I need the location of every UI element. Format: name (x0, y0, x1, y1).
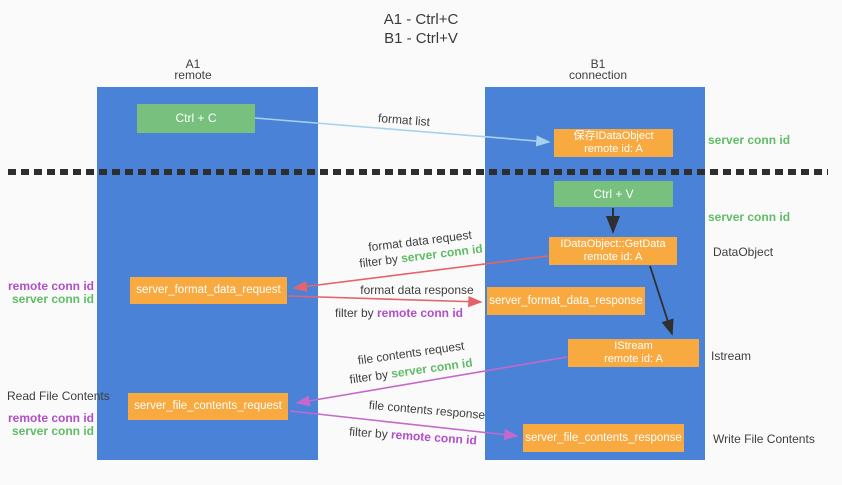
left-read-file-contents-label: Read File Contents (7, 389, 110, 403)
left-file-remote-conn-id: remote conn id (7, 411, 94, 425)
node-ctrl-v: Ctrl + V (554, 181, 673, 207)
title-line-2: B1 - Ctrl+V (384, 30, 458, 47)
right-server-conn-id-top: server conn id (708, 133, 791, 147)
lifeline-header-b1: B1 connection (538, 57, 658, 82)
node-server-file-contents-response: server_file_contents_response (523, 424, 684, 452)
title-line-1: A1 - Ctrl+C (383, 11, 459, 28)
node-istream-line2: remote id: A (604, 353, 663, 365)
node-ctrl-c: Ctrl + C (137, 104, 255, 133)
right-server-conn-id-mid: server conn id (708, 210, 791, 224)
filter-by-text: filter by (358, 251, 402, 271)
node-server-format-data-response: server_format_data_response (487, 287, 645, 315)
left-file-server-conn-id: server conn id (11, 424, 94, 438)
node-idataobject-getdata: IDataObject::GetData remote id: A (549, 237, 677, 265)
right-write-file-contents-label: Write File Contents (713, 432, 815, 446)
node-istream: IStream remote id: A (568, 339, 699, 367)
node-server-format-data-request-label: server_format_data_request (136, 284, 281, 296)
left-format-server-conn-id: server conn id (11, 292, 94, 306)
node-idataobject-getdata-line2: remote id: A (583, 251, 643, 263)
node-server-format-data-response-label: server_format_data_response (489, 294, 643, 307)
label-filter-file-response: filter by remote conn id (349, 425, 478, 448)
filter-by-text: filter by (348, 366, 393, 387)
label-format-list: format list (377, 110, 431, 130)
node-server-file-contents-response-label: server_file_contents_response (525, 431, 682, 444)
node-ctrl-c-label: Ctrl + C (175, 111, 217, 125)
node-save-idataobject: 保存IDataObject remote id: A (554, 129, 673, 157)
label-format-data-response: format data response (360, 283, 474, 297)
right-istream-label: Istream (711, 349, 752, 363)
label-file-contents-response: file contents response (368, 397, 486, 423)
lifeline-a1-name: A1 (185, 57, 201, 71)
remote-conn-id-key: remote conn id (377, 306, 464, 320)
node-save-idataobject-line1: 保存IDataObject (573, 130, 654, 142)
node-ctrl-v-label: Ctrl + V (593, 186, 634, 201)
node-server-format-data-request: server_format_data_request (130, 277, 287, 304)
left-format-remote-conn-id: remote conn id (7, 279, 94, 293)
filter-by-text: filter by (348, 424, 392, 442)
lifeline-a1-role: remote (174, 68, 212, 82)
node-istream-line1: IStream (614, 340, 653, 352)
session-separator-line (8, 169, 828, 175)
lifeline-b1-name: B1 (590, 57, 606, 71)
node-save-idataobject-line2: remote id: A (584, 143, 643, 155)
right-dataobject-label: DataObject (713, 245, 774, 259)
node-server-file-contents-request-label: server_file_contents_request (134, 400, 282, 412)
lifeline-header-a1: A1 remote (133, 57, 253, 82)
label-filter-format-response: filter by remote conn id (335, 306, 463, 320)
filter-by-text: filter by (334, 306, 377, 320)
lifeline-b1-role: connection (568, 68, 628, 82)
diagram-title: A1 - Ctrl+C B1 - Ctrl+V (0, 10, 842, 48)
node-idataobject-getdata-line1: IDataObject::GetData (560, 238, 666, 250)
node-server-file-contents-request: server_file_contents_request (128, 393, 288, 420)
remote-conn-id-key: remote conn id (390, 427, 478, 448)
